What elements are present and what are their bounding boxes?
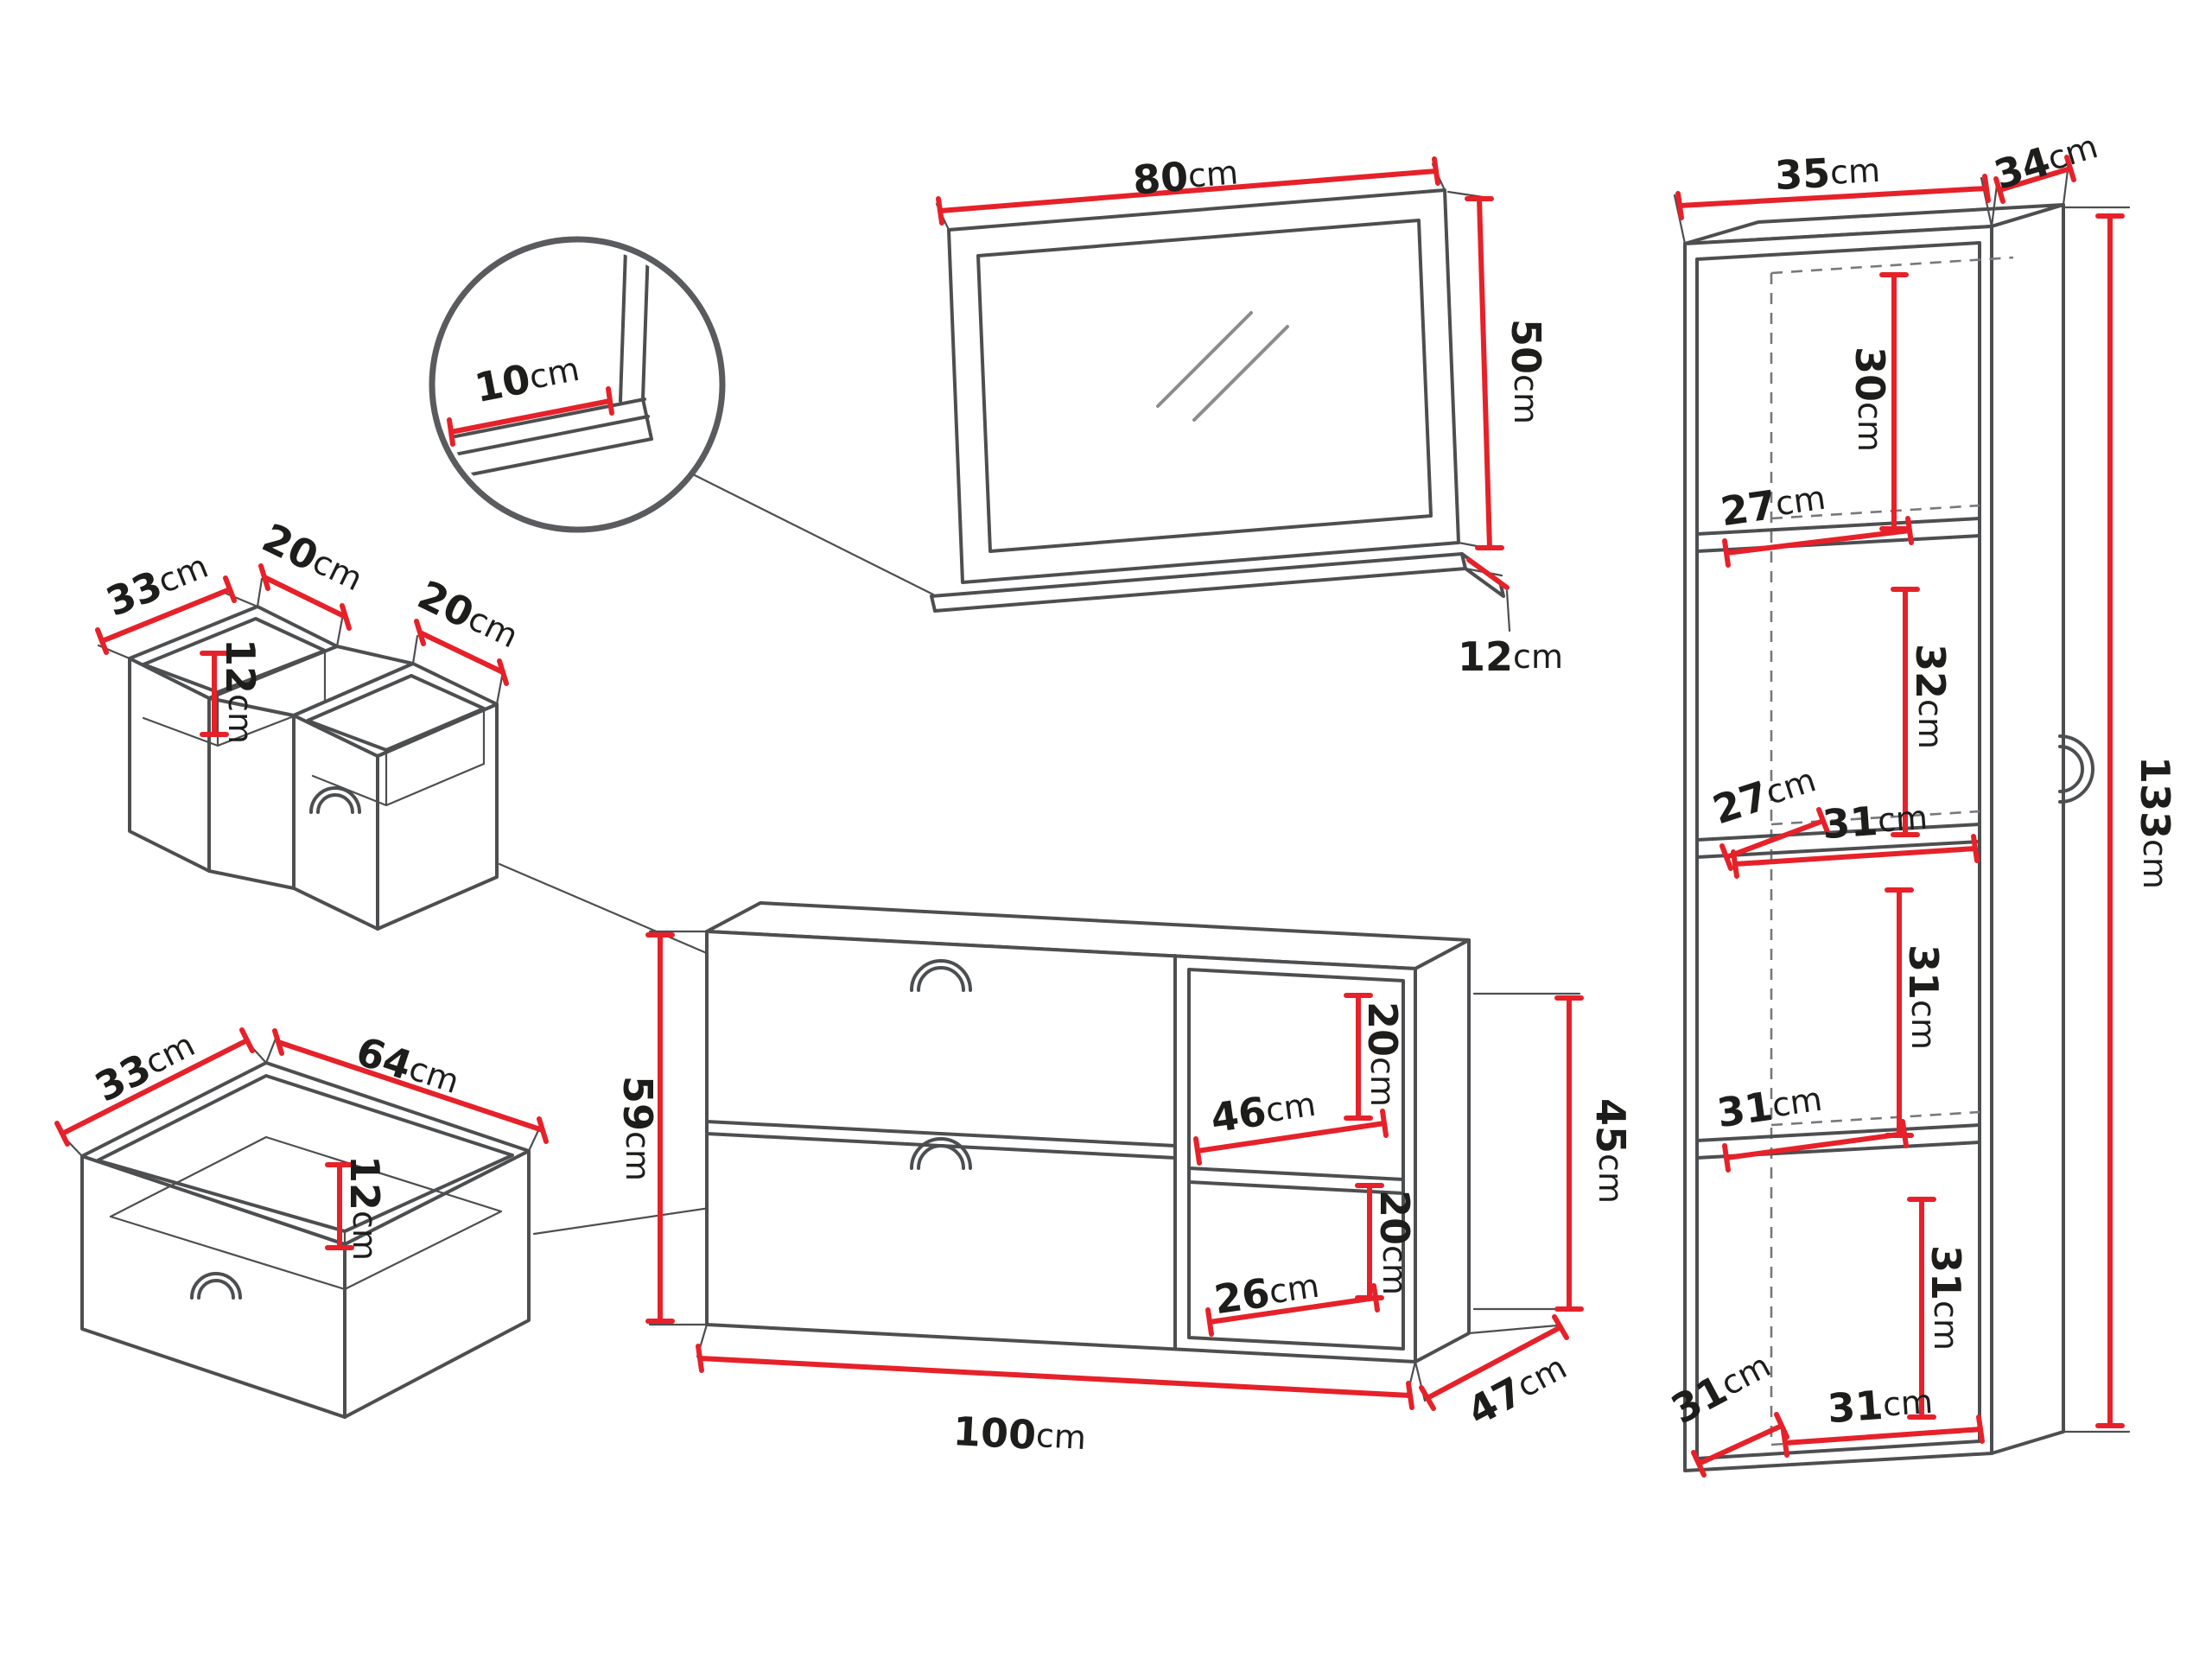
drawer-width-dimension-line	[272, 1028, 549, 1144]
tall-cabinet-bottom-width-dimension-line	[1781, 1414, 1985, 1458]
mirror-shelf-depth-dimension-line	[1466, 557, 1510, 590]
dim-tall-cabinet-third-section: 31cm	[1900, 944, 1947, 1050]
tall-cabinet-middle-shelf-width-dimension-line	[1731, 834, 1980, 879]
detail-leader-line	[690, 472, 935, 596]
dim-tall-cabinet-width: 35cm	[1774, 147, 1882, 199]
dim-sink-drawer-inner-height: 12cm	[217, 639, 264, 744]
tall-cabinet-width-dimension-line	[1675, 174, 1991, 220]
dim-base-cabinet-height: 59cm	[614, 1076, 661, 1181]
mirror-shine	[1156, 311, 1289, 422]
sink-drawer-right-opening-dimension-line	[414, 619, 509, 686]
dim-base-cabinet-depth: 47cm	[1459, 1344, 1574, 1435]
dim-base-cabinet-width: 100cm	[952, 1408, 1088, 1461]
tall-cabinet-shelves	[1695, 517, 1981, 1160]
tall-cabinet: 35cm 34cm 133cm 30cm 27cm 32cm 27cm 31cm…	[1663, 123, 2178, 1478]
drawer-depth-dimension-line	[54, 1027, 255, 1147]
dim-base-cabinet-lower-niche-height: 20cm	[1371, 1190, 1418, 1295]
dim-tall-cabinet-upper-shelf-depth: 27cm	[1718, 474, 1828, 535]
tall-cabinet-lower-shelf-depth-dimension-line	[1722, 1119, 1909, 1173]
dim-tall-cabinet-second-section: 32cm	[1907, 644, 1954, 749]
base-cabinet-bottom-handle-arc	[910, 1137, 972, 1170]
dim-sink-drawer-left-opening: 20cm	[255, 514, 370, 602]
sink-drawer: 33cm 20cm 12cm 20cm	[95, 514, 747, 971]
dim-mirror-height: 50cm	[1503, 319, 1549, 424]
detail-circle	[429, 236, 726, 533]
dim-base-cabinet-lower-niche-width: 26cm	[1211, 1262, 1322, 1323]
base-cabinet-width-dimension-line	[696, 1344, 1414, 1410]
dim-tall-cabinet-lower-shelf-depth: 31cm	[1714, 1076, 1825, 1136]
mirror-frame	[947, 188, 1460, 584]
base-cabinet-side-height-dimension-line	[1554, 995, 1584, 1312]
dim-drawer-depth: 33cm	[87, 1021, 202, 1110]
dim-tall-cabinet-fourth-section: 31cm	[1923, 1245, 1969, 1351]
detail-drawing	[441, 246, 653, 480]
sink-drawer-extension-lines	[97, 577, 504, 706]
sink-drawer-left-opening-dimension-line	[258, 563, 352, 631]
dim-base-cabinet-side-height: 45cm	[1587, 1098, 1634, 1204]
dim-base-cabinet-upper-niche-height: 20cm	[1359, 1001, 1406, 1107]
sink-drawer-inner-height-dimension-line	[200, 651, 229, 737]
dim-tall-cabinet-depth: 34cm	[1989, 123, 2103, 198]
dim-drawer-width: 64cm	[351, 1027, 466, 1105]
base-cabinet-depth-dimension-line	[1419, 1314, 1569, 1411]
mirror: 80cm 50cm 12cm	[930, 149, 1563, 680]
sink-drawer-leader-line	[498, 862, 747, 971]
tall-cabinet-handle-arc	[2058, 734, 2094, 804]
tall-cabinet-hidden-lines	[1770, 256, 2014, 1446]
sink-drawer-handle-arc	[309, 786, 361, 814]
dim-sink-drawer-right-opening: 20cm	[410, 571, 525, 659]
dim-shelf-thickness: 10cm	[471, 346, 583, 411]
dim-tall-cabinet-bottom-width: 31cm	[1826, 1378, 1934, 1432]
dim-drawer-inner-height: 12cm	[341, 1155, 388, 1261]
tall-cabinet-height-dimension-line	[2095, 213, 2125, 1428]
mirror-glass	[976, 219, 1433, 553]
dim-mirror-shelf-depth: 12cm	[1458, 633, 1563, 680]
shelf-detail: 10cm	[429, 236, 935, 596]
tall-cabinet-depth-dimension-line	[1993, 155, 2076, 204]
sink-drawer-depth-dimension-line	[95, 575, 237, 655]
dim-base-cabinet-niche-width: 46cm	[1208, 1081, 1319, 1141]
dim-tall-cabinet-middle-shelf-width: 31cm	[1821, 794, 1929, 848]
base-cabinet-lower-niche-height-dimension-line	[1355, 1183, 1384, 1300]
base-cabinet-side	[1414, 938, 1471, 1363]
mirror-height-dimension-line	[1465, 196, 1504, 550]
tall-cabinet-side	[1990, 203, 2065, 1455]
base-cabinet-extension-lines	[648, 930, 1581, 1402]
shelf-thickness-dimension-line	[447, 386, 614, 447]
dim-tall-cabinet-top-section: 30cm	[1847, 346, 1893, 452]
drawer-handle-arc	[190, 1272, 242, 1300]
tall-cabinet-upper-shelf-depth-dimension-line	[1722, 516, 1914, 568]
base-cabinet-height-dimension-line	[645, 932, 675, 1324]
dim-mirror-width: 80cm	[1131, 149, 1240, 203]
base-cabinet-niche	[1187, 968, 1405, 1351]
dim-sink-drawer-depth: 33cm	[99, 543, 214, 626]
base-cabinet-top-handle-arc	[910, 959, 972, 992]
tall-cabinet-second-section-dimension-line	[1891, 587, 1920, 837]
tall-cabinet-middle-shelf-depth-dimension-line	[1719, 807, 1830, 871]
mirror-width-dimension-line	[936, 156, 1440, 226]
dim-tall-cabinet-height: 133cm	[2132, 756, 2178, 889]
base-cabinet: 59cm 100cm 47cm 45cm 46cm 20cm 26cm 20cm	[614, 901, 1634, 1461]
base-cabinet-upper-niche-dimension-line	[1344, 993, 1373, 1121]
tall-cabinet-top-section-dimension-line	[1879, 272, 1909, 531]
drawer-extension-lines	[62, 1037, 542, 1158]
drawer-inner-height-dimension-line	[325, 1162, 354, 1250]
base-cabinet-niche-width-dimension-line	[1193, 1109, 1389, 1166]
tall-cabinet-fourth-section-dimension-line	[1907, 1197, 1936, 1420]
